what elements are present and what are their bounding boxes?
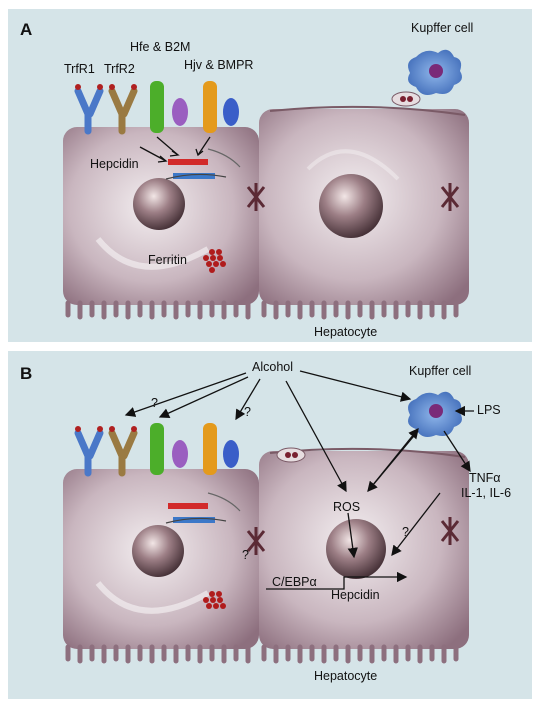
hepatocyte-right: [259, 447, 469, 664]
unknown-mark-trfr2: ?: [151, 396, 158, 410]
cell-junction-right: [440, 183, 460, 211]
hfe-protein: [150, 423, 164, 475]
panel-b: B Alcohol ? ? Kupffer cell LPS TNFα IL-1…: [8, 351, 532, 699]
hepcidin-signal-bars: [165, 148, 241, 180]
hepatocyte-right: [259, 105, 469, 320]
alcohol-label: Alcohol: [252, 360, 293, 374]
nucleus-right: [319, 174, 383, 238]
panel-a: A Hfe & B2M Hjv & BMPR TrfR1 TrfR2 Kupff…: [8, 9, 532, 342]
kupffer-cell-label: Kupffer cell: [409, 364, 472, 378]
trfr2-receptor: [108, 426, 138, 477]
kupffer-cell-label: Kupffer cell: [411, 21, 474, 35]
panel-a-illustration: [63, 49, 469, 320]
hjv-protein: [203, 423, 217, 475]
bmpr-protein: [223, 440, 239, 468]
hepcidin-gene-label: Hepcidin: [331, 588, 380, 602]
ferritin-cluster: [203, 591, 226, 609]
ferritin-label: Ferritin: [148, 253, 187, 267]
nucleus-left: [133, 178, 185, 230]
trfr2-label: TrfR2: [104, 62, 135, 76]
hfe-protein: [150, 81, 164, 133]
hepcidin-arrows: [139, 136, 211, 163]
nucleus-left: [132, 525, 184, 577]
b2m-protein: [172, 440, 188, 468]
il-cytokines-label: IL-1, IL-6: [461, 486, 512, 500]
cebp-alpha-label: C/EBPα: [272, 575, 317, 589]
hepatocyte-left: [63, 469, 259, 664]
hepcidin-signal-bars: [165, 492, 241, 524]
trfr1-receptor: [74, 426, 104, 477]
ros-label: ROS: [333, 500, 361, 514]
hepatocyte-label: Hepatocyte: [314, 669, 378, 683]
b2m-protein: [172, 98, 188, 126]
hjv-protein: [203, 81, 217, 133]
tnf-alpha-label: TNFα: [469, 471, 501, 485]
lps-label: LPS: [477, 403, 501, 417]
panel-b-illustration: [63, 370, 474, 664]
alcohol-arrows: [124, 370, 412, 493]
hepcidin-label: Hepcidin: [90, 157, 139, 171]
pathway-arrows: [266, 405, 474, 590]
hfe-b2m-label: Hfe & B2M: [130, 40, 191, 54]
panel-a-letter: A: [20, 20, 33, 39]
hjv-bmpr-label: Hjv & BMPR: [184, 58, 254, 72]
cell-junction-left: [246, 527, 266, 555]
hepatocyte-left: [63, 127, 259, 320]
cell-junction-left: [246, 183, 266, 211]
unknown-mark-cytokine: ?: [402, 525, 409, 539]
nucleus-right: [326, 519, 386, 579]
kupffer-cell: [408, 49, 462, 95]
unknown-mark-junction: ?: [242, 548, 249, 562]
bmpr-protein: [223, 98, 239, 126]
kupffer-cell: [408, 391, 462, 437]
cell-junction-right: [440, 517, 460, 545]
ferritin-cluster: [203, 249, 226, 273]
trfr1-receptor: [74, 84, 104, 135]
hepatocyte-label: Hepatocyte: [314, 325, 378, 339]
trfr2-receptor: [108, 84, 138, 135]
panel-b-letter: B: [20, 364, 33, 383]
unknown-mark-bmpr: ?: [244, 405, 251, 419]
trfr1-label: TrfR1: [64, 62, 95, 76]
